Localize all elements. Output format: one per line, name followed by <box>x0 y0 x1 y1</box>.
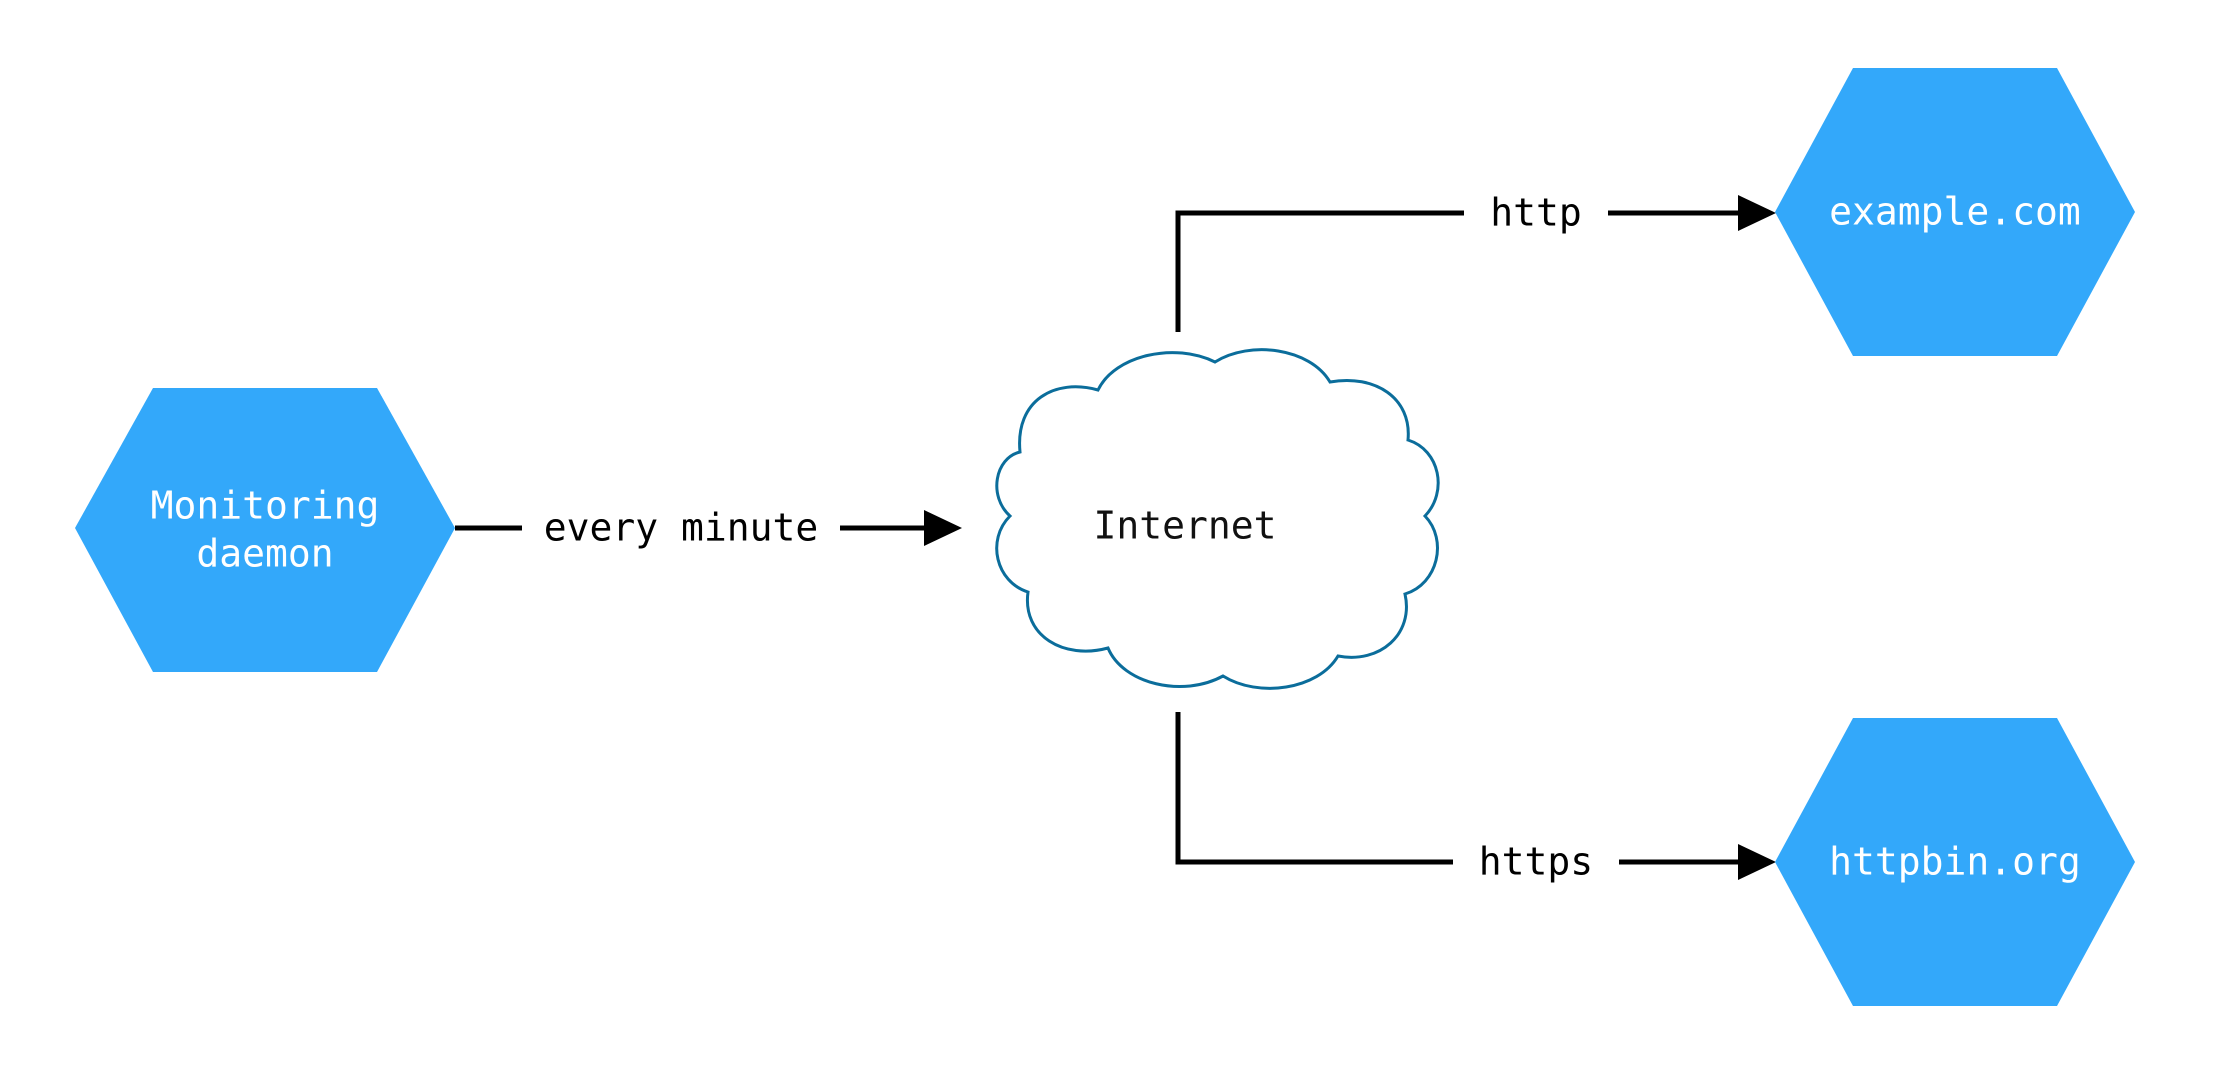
cloud-shape <box>995 348 1440 690</box>
edge-internet-to-example: http <box>1175 191 1776 332</box>
arrowhead-icon <box>1738 844 1776 880</box>
edge-line-segment <box>1175 712 1453 865</box>
edge-line-segment <box>1175 210 1464 332</box>
node-label-httpbin-org: httpbin.org <box>1829 840 2081 884</box>
edge-label-every-minute: every minute <box>544 506 819 550</box>
edge-internet-to-httpbin: https <box>1175 712 1776 884</box>
node-label-monitoring-daemon-line1: Monitoring <box>151 484 380 528</box>
hexagon-shape <box>1775 718 2135 1006</box>
edge-label-http: http <box>1490 191 1582 235</box>
node-httpbin-org[interactable]: httpbin.org <box>1775 718 2135 1006</box>
node-label-example-com: example.com <box>1829 190 2081 234</box>
edge-daemon-to-internet: every minute <box>455 506 962 550</box>
node-internet[interactable]: Internet <box>995 348 1440 690</box>
node-example-com[interactable]: example.com <box>1775 68 2135 356</box>
node-monitoring-daemon[interactable]: Monitoring daemon <box>75 388 455 672</box>
node-label-internet: Internet <box>1093 504 1276 548</box>
edge-label-https: https <box>1479 840 1593 884</box>
arrowhead-icon <box>1738 195 1776 231</box>
node-label-monitoring-daemon-line2: daemon <box>196 532 333 576</box>
arrowhead-icon <box>924 510 962 546</box>
hexagon-shape <box>75 388 455 672</box>
hexagon-shape <box>1775 68 2135 356</box>
